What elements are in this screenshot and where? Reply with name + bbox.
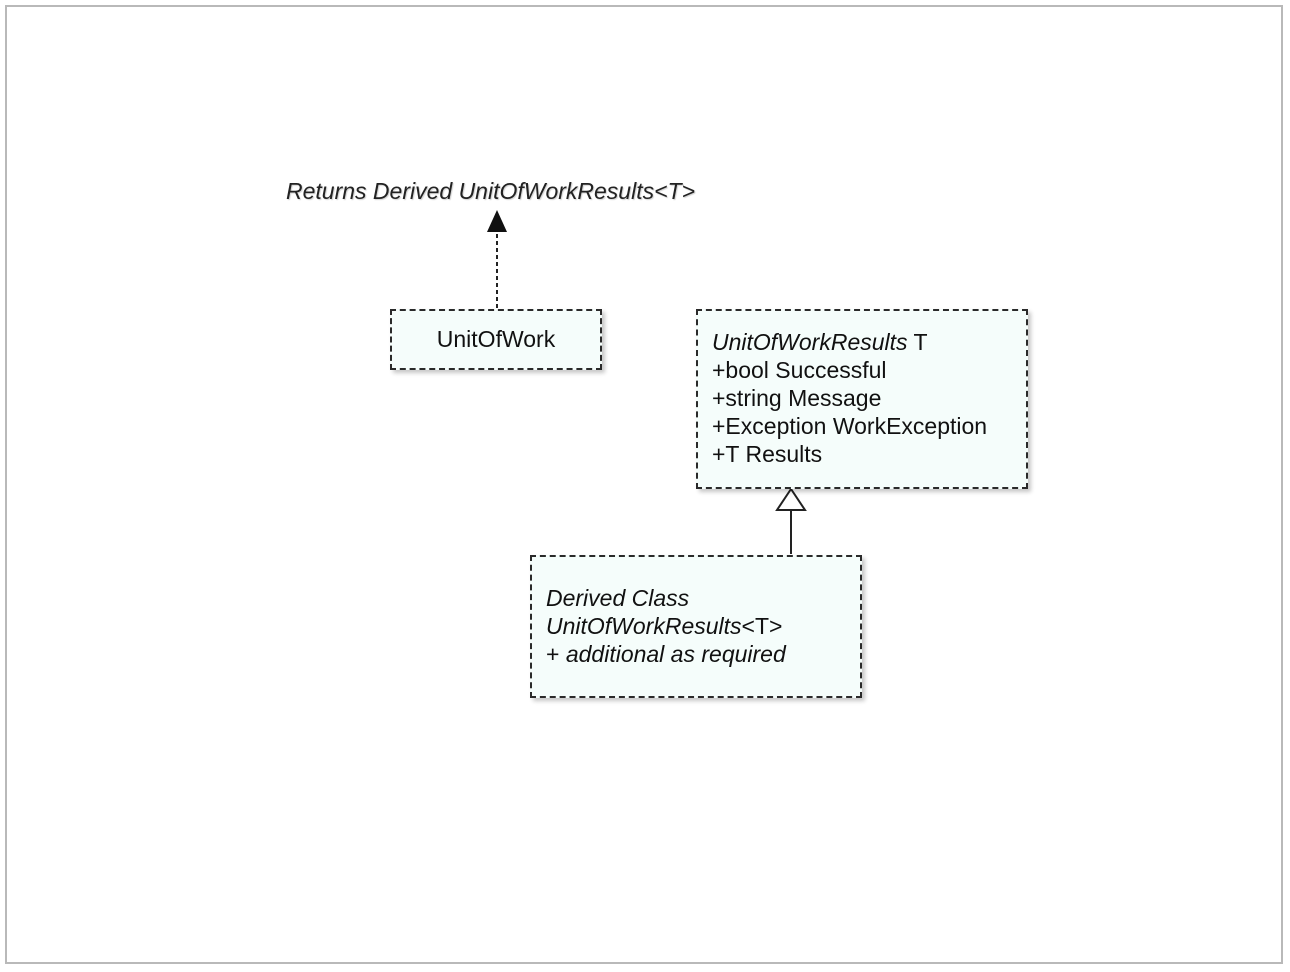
results-class-name: UnitOfWorkResults bbox=[712, 329, 908, 355]
results-member-results: +T Results bbox=[712, 441, 823, 467]
derived-class-base-param: <T> bbox=[741, 613, 783, 639]
results-member-message: +string Message bbox=[712, 385, 882, 411]
results-member-successful: +bool Successful bbox=[712, 357, 887, 383]
returns-label: Returns Derived UnitOfWorkResults<T> bbox=[286, 178, 696, 204]
results-class-header: UnitOfWorkResults T bbox=[712, 328, 1026, 356]
derived-class-additional-text: additional as required bbox=[565, 641, 786, 667]
results-member-work-exception: +Exception WorkException bbox=[712, 413, 988, 439]
derived-class-base-name: UnitOfWorkResults bbox=[546, 613, 742, 639]
unit-of-work-results-class-box: UnitOfWorkResults T +bool Successful +st… bbox=[696, 309, 1028, 489]
derived-class-title: Derived Class bbox=[546, 585, 690, 611]
unit-of-work-class-name: UnitOfWork bbox=[436, 326, 556, 352]
derived-class-base: UnitOfWorkResults<T> bbox=[546, 612, 860, 640]
derived-class-box: Derived Class UnitOfWorkResults<T> + add… bbox=[530, 555, 862, 698]
diagram-canvas bbox=[5, 5, 1283, 964]
derived-class-additional-prefix: + bbox=[546, 641, 566, 667]
results-type-param: T bbox=[907, 329, 928, 355]
unit-of-work-class-box: UnitOfWork bbox=[390, 309, 602, 370]
derived-class-additional: + additional as required bbox=[546, 640, 860, 668]
